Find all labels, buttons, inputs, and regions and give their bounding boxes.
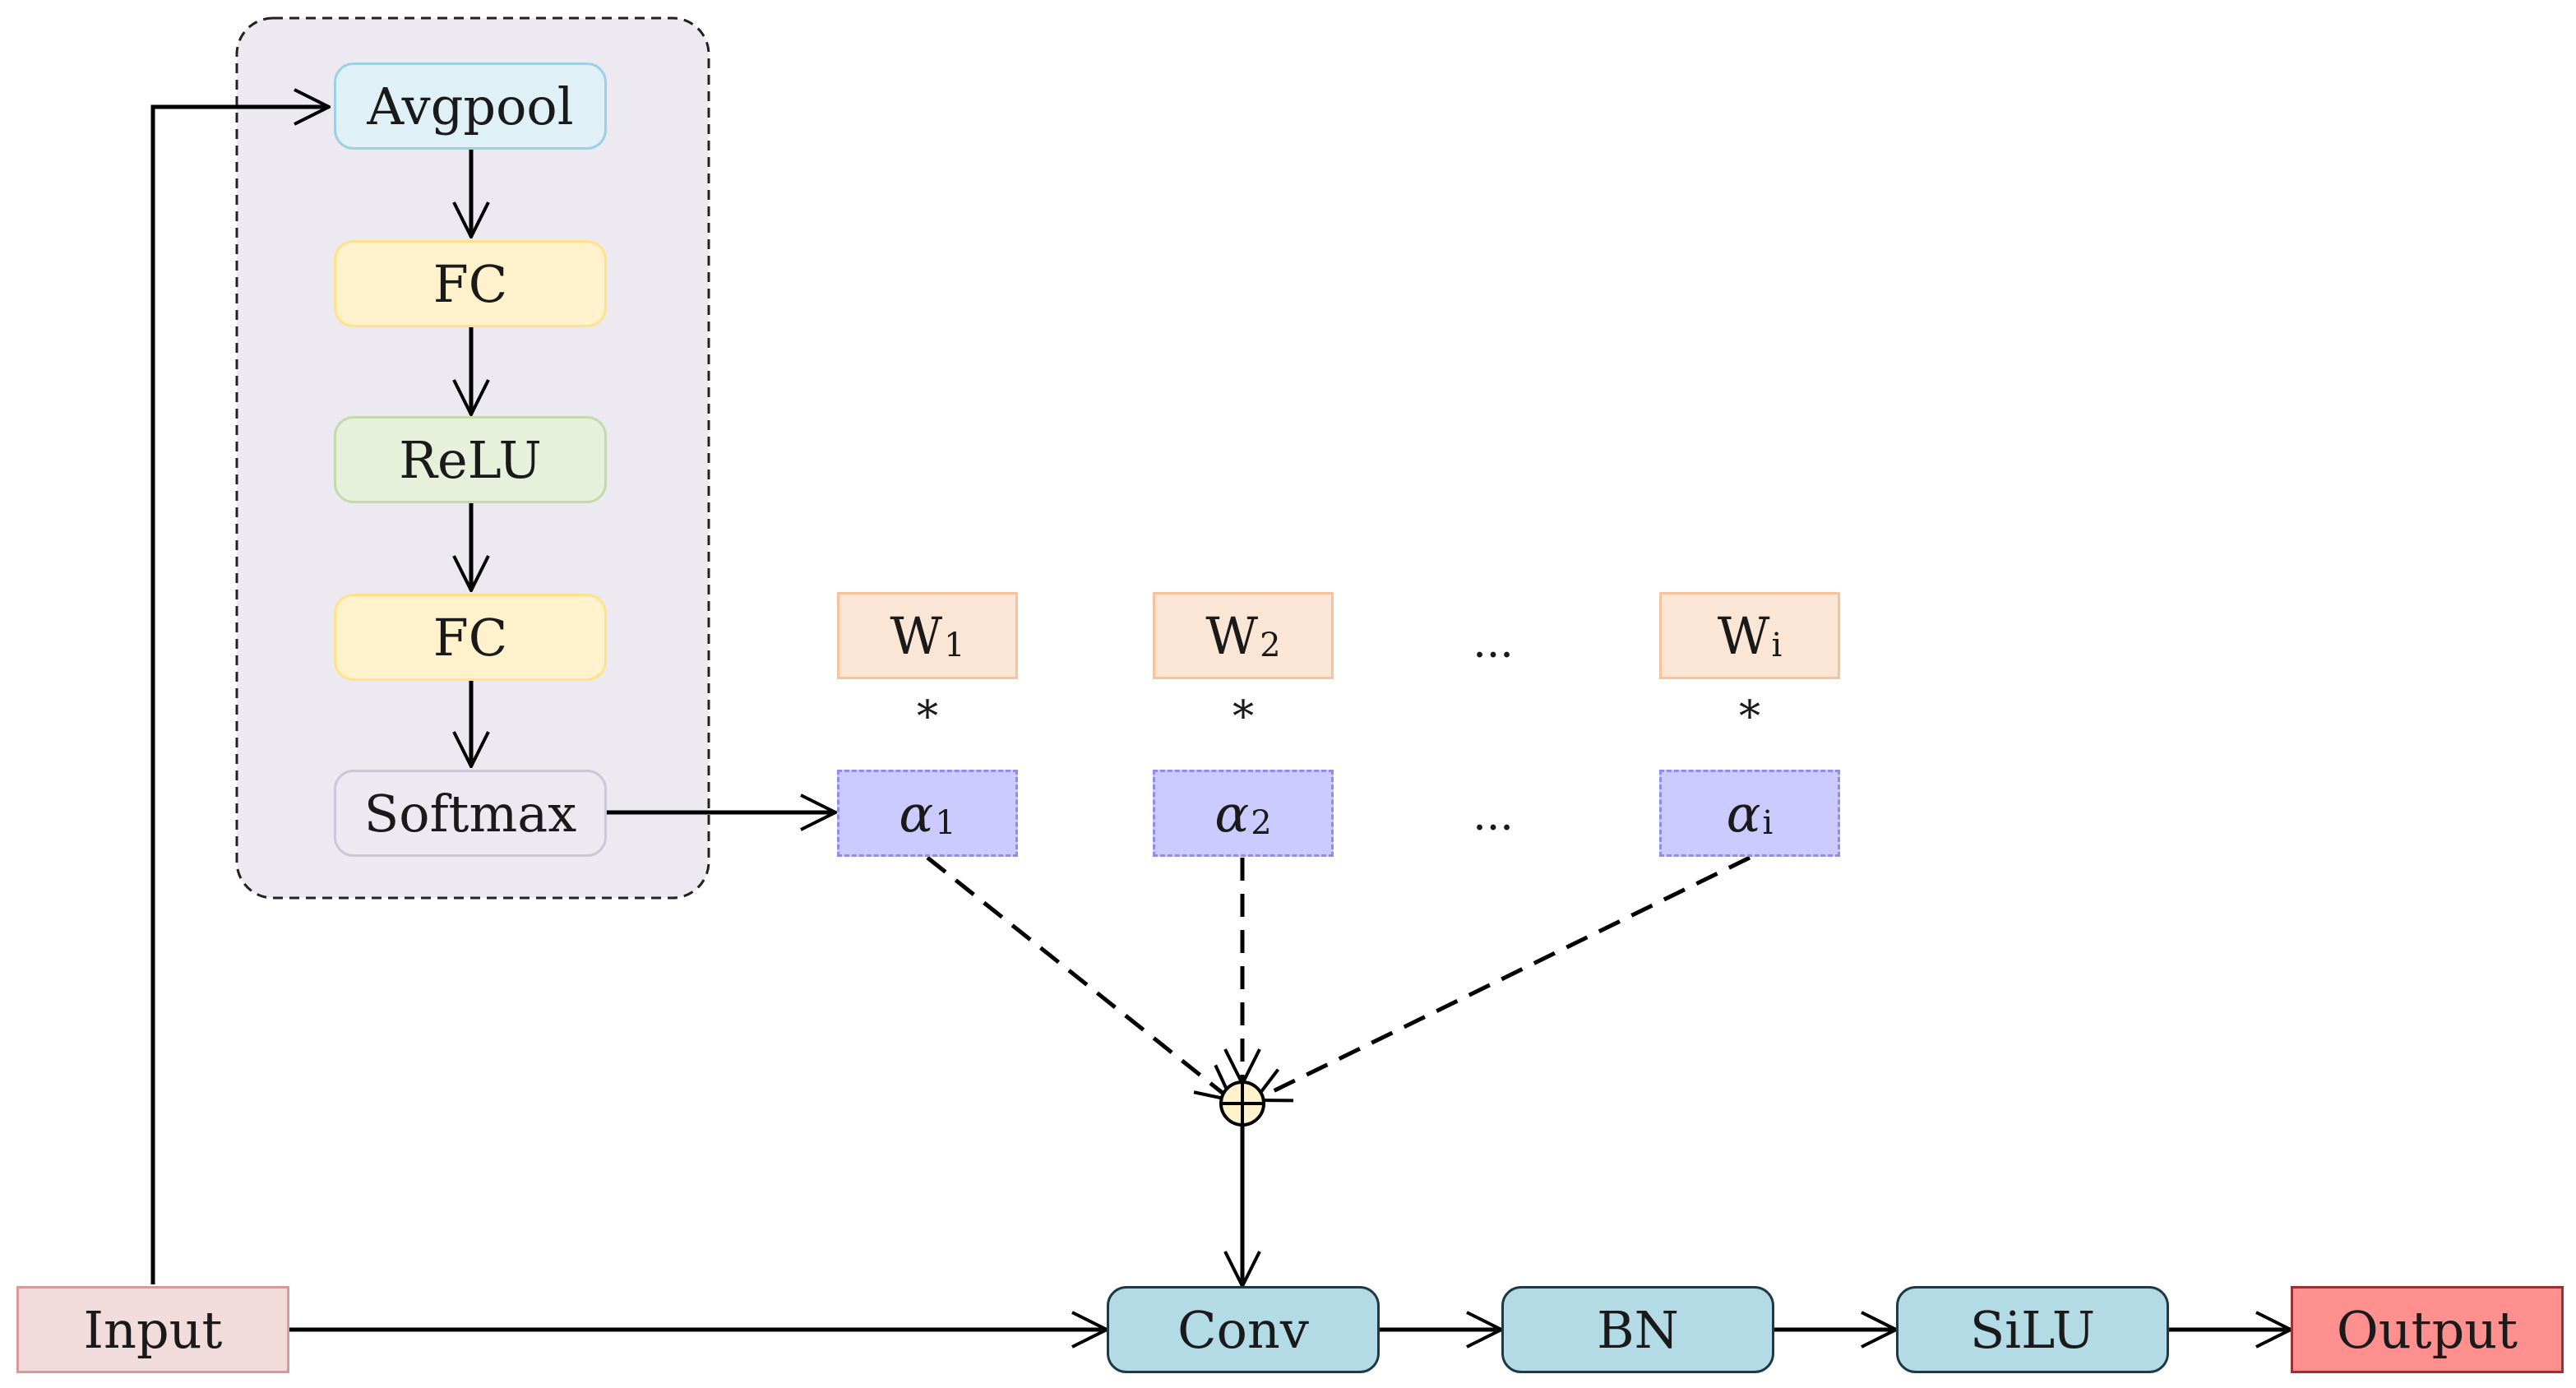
avgpool-label: Avgpool bbox=[367, 76, 574, 136]
input-box: Input bbox=[16, 1286, 289, 1373]
fc-label-1: FC bbox=[432, 253, 508, 314]
input-label: Input bbox=[83, 1299, 223, 1360]
alpha-base-2: α bbox=[1214, 783, 1250, 844]
silu-label: SiLU bbox=[1969, 1299, 2096, 1360]
avgpool-box: Avgpool bbox=[334, 62, 607, 150]
alpha-base-1: α bbox=[899, 783, 934, 844]
dashed-alpha1-to-sum bbox=[926, 856, 1232, 1100]
weight-sub-i: i bbox=[1771, 627, 1783, 664]
alpha-sub-i: i bbox=[1762, 804, 1774, 842]
weight-base-2: W bbox=[1205, 605, 1259, 666]
multiply-symbol-1: * bbox=[917, 692, 938, 742]
alpha-base-i: α bbox=[1726, 783, 1761, 844]
fc-box-2: FC bbox=[334, 594, 607, 681]
alpha-sub-1: 1 bbox=[935, 804, 956, 842]
softmax-box: Softmax bbox=[334, 770, 607, 857]
alpha-ellipsis: ... bbox=[1473, 791, 1514, 840]
weight-base-1: W bbox=[890, 605, 943, 666]
weight-ellipsis: ... bbox=[1473, 618, 1514, 668]
bn-box: BN bbox=[1501, 1286, 1774, 1373]
multiply-symbol-2: * bbox=[1233, 692, 1254, 742]
dashed-alphai-to-sum bbox=[1255, 855, 1751, 1100]
relu-box: ReLU bbox=[334, 416, 607, 503]
bn-label: BN bbox=[1597, 1299, 1679, 1360]
alpha-sub-2: 2 bbox=[1251, 804, 1272, 842]
weight-sub-1: 1 bbox=[944, 627, 965, 664]
fc-box-1: FC bbox=[334, 240, 607, 327]
softmax-label: Softmax bbox=[363, 783, 577, 844]
fc-label-2: FC bbox=[432, 607, 508, 668]
sum-node-icon bbox=[1219, 1080, 1265, 1127]
silu-box: SiLU bbox=[1896, 1286, 2169, 1373]
weight-sub-2: 2 bbox=[1260, 627, 1281, 664]
conv-label: Conv bbox=[1177, 1299, 1309, 1360]
multiply-symbol-i: * bbox=[1739, 692, 1760, 742]
weight-base-i: W bbox=[1717, 605, 1770, 666]
relu-label: ReLU bbox=[399, 429, 542, 490]
output-box: Output bbox=[2291, 1286, 2564, 1373]
arrow-input-to-avgpool bbox=[150, 107, 329, 1284]
output-label: Output bbox=[2336, 1299, 2518, 1360]
conv-box: Conv bbox=[1107, 1286, 1380, 1373]
